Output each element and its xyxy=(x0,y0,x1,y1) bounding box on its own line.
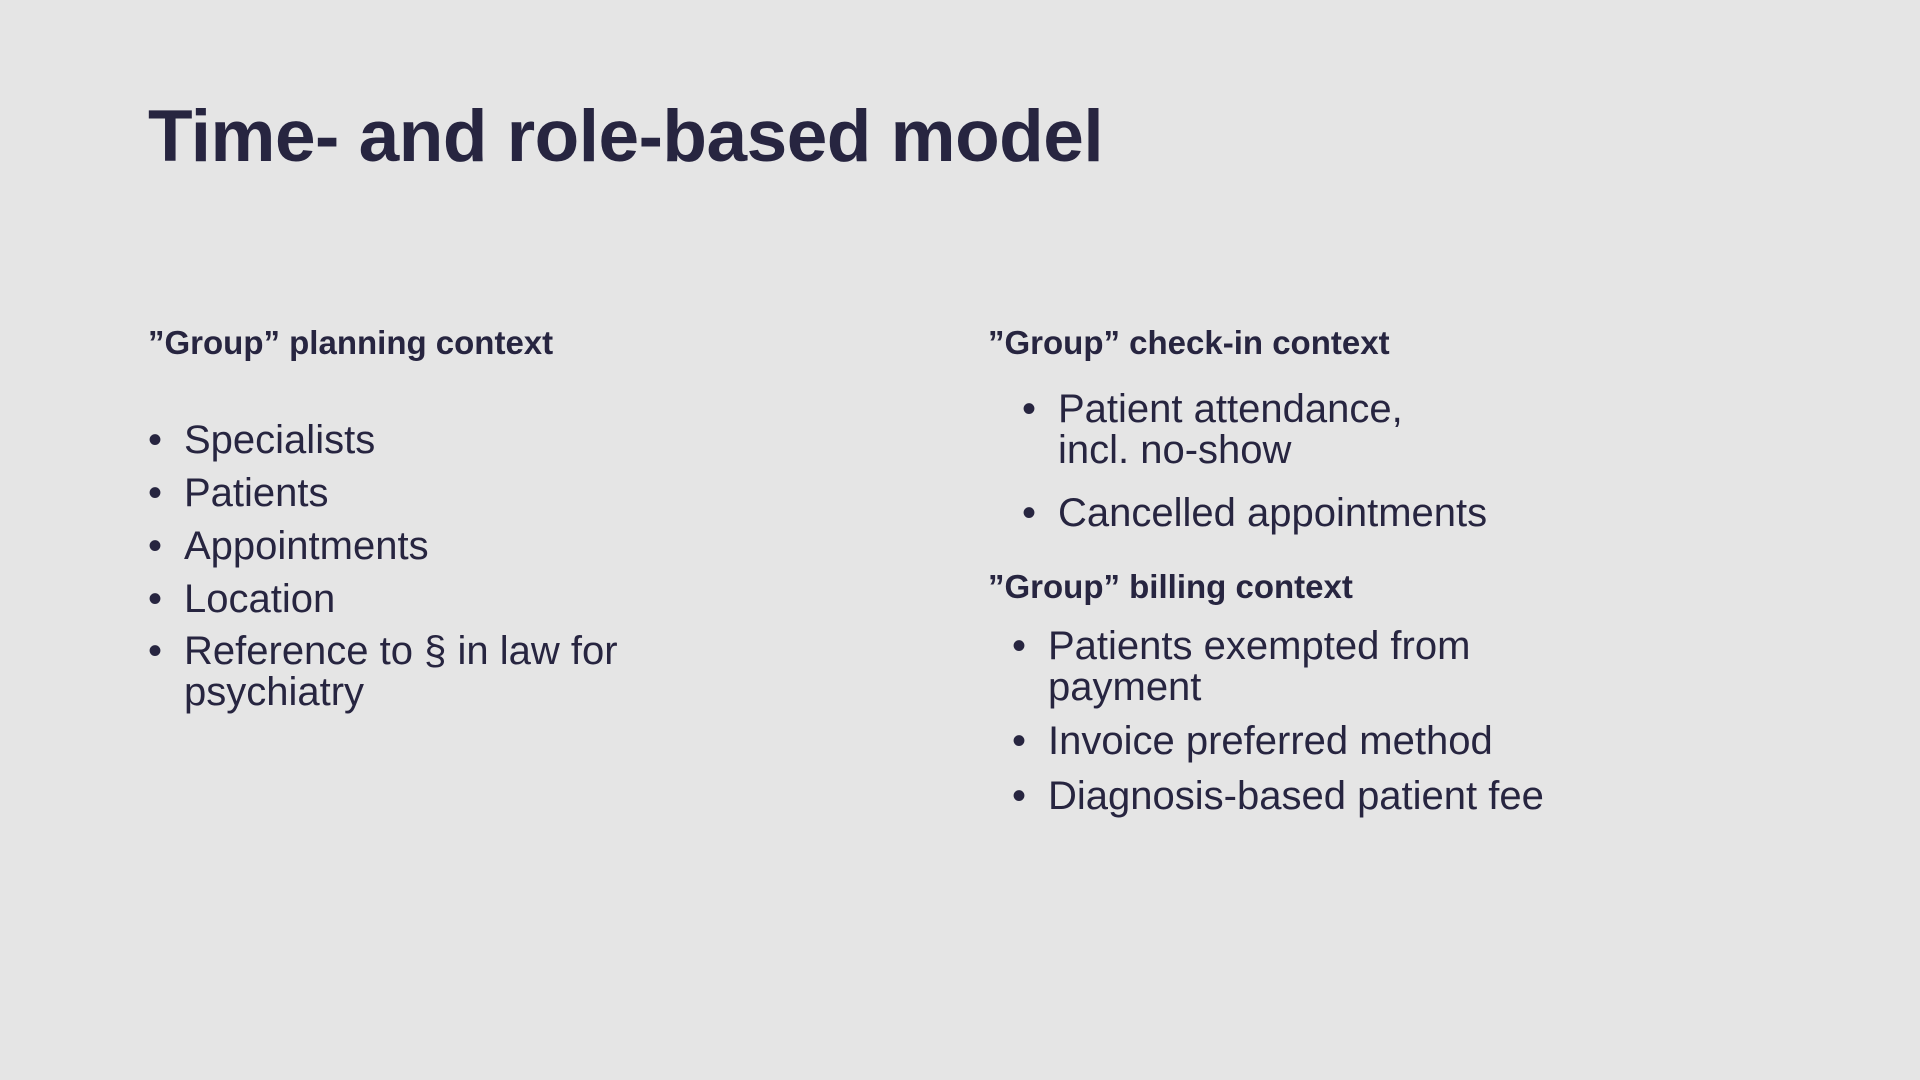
list-item: • Patients exempted from payment xyxy=(1012,626,1748,708)
bullet-icon: • xyxy=(1022,490,1037,535)
group-checkin-section: ”Group” check-in context • Patient atten… xyxy=(988,322,1748,534)
bullet-icon: • xyxy=(148,629,163,674)
bullet-icon: • xyxy=(1022,387,1037,432)
list-item: • Invoice preferred method xyxy=(1012,721,1748,762)
list-item: • Specialists xyxy=(148,420,848,461)
bullet-icon: • xyxy=(148,523,163,568)
page-title: Time- and role-based model xyxy=(148,96,1104,177)
list-item-line: incl. no-show xyxy=(1058,428,1292,473)
list-item-line: Appointments xyxy=(184,523,429,568)
list-item: • Patients xyxy=(148,473,848,514)
list-item-line: Patients xyxy=(184,471,329,516)
bullet-icon: • xyxy=(1012,623,1027,668)
list-item: • Appointments xyxy=(148,526,848,567)
list-item-line: Cancelled appointments xyxy=(1058,490,1488,535)
bullet-icon: • xyxy=(148,418,163,463)
billing-bullet-list: • Patients exempted from payment • Invoi… xyxy=(988,626,1748,817)
list-item-line: Invoice preferred method xyxy=(1048,719,1493,764)
list-item: • Patient attendance, incl. no-show xyxy=(1022,389,1748,471)
list-item: • Location xyxy=(148,576,848,621)
section-header-billing: ”Group” billing context xyxy=(988,567,1353,605)
list-item: • Diagnosis-based patient fee xyxy=(1012,776,1748,817)
planning-bullet-list: • Specialists • Patients • Appointments … xyxy=(148,420,848,713)
list-item-line: Patient attendance, xyxy=(1058,387,1403,432)
bullet-icon: • xyxy=(148,471,163,516)
list-item: • Cancelled appointments xyxy=(1022,493,1748,534)
list-item-line: Reference to § in law for xyxy=(184,629,618,674)
bullet-icon: • xyxy=(1012,719,1027,764)
list-item-line: Diagnosis-based patient fee xyxy=(1048,774,1544,819)
bullet-icon: • xyxy=(1012,774,1027,819)
checkin-bullet-list: • Patient attendance, incl. no-show • Ca… xyxy=(988,389,1748,533)
section-header-checkin: ”Group” check-in context xyxy=(988,324,1390,361)
list-item: • Reference to § in law for psychiatry xyxy=(148,631,848,713)
left-column: ”Group” planning context • Specialists •… xyxy=(148,322,848,713)
list-item-line: payment xyxy=(1048,664,1202,709)
group-billing-section: ”Group” billing context • Patients exemp… xyxy=(988,566,1748,817)
list-item-line: Patients exempted from xyxy=(1048,623,1471,668)
list-item-line: Specialists xyxy=(184,418,376,463)
section-header-planning: ”Group” planning context xyxy=(148,324,554,361)
list-item-line: Location xyxy=(184,576,336,621)
bullet-icon: • xyxy=(148,576,163,621)
list-item-line: psychiatry xyxy=(184,670,365,715)
right-column: ”Group” check-in context • Patient atten… xyxy=(988,322,1748,817)
